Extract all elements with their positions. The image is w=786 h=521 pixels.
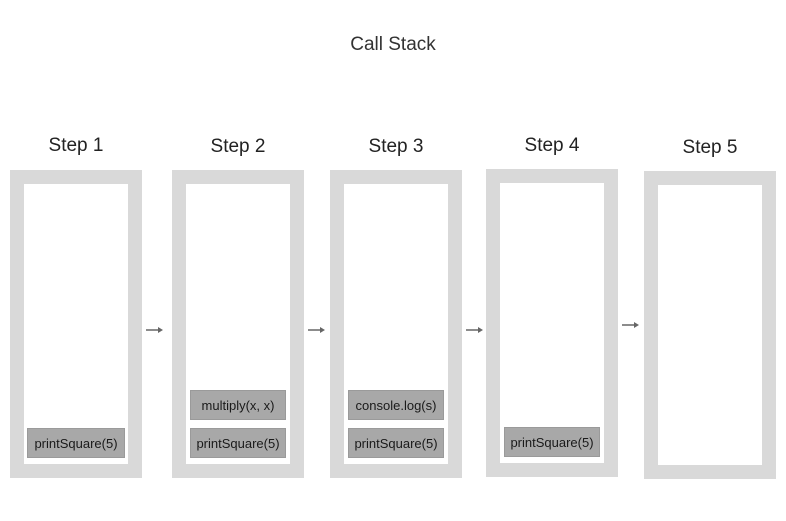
stack-frame-step-2-top: multiply(x, x) bbox=[190, 390, 286, 420]
stack-column-step-5 bbox=[644, 171, 776, 479]
arrow-right-icon bbox=[466, 325, 484, 335]
arrow-right-icon bbox=[622, 320, 640, 330]
step-1-label: Step 1 bbox=[48, 135, 104, 156]
stack-frame-step-4-bottom: printSquare(5) bbox=[504, 427, 600, 457]
stack-column-step-1: printSquare(5) bbox=[10, 170, 142, 478]
arrow-right-icon bbox=[146, 325, 164, 335]
step-4-label: Step 4 bbox=[524, 135, 580, 156]
diagram-title: Call Stack bbox=[350, 34, 436, 55]
stack-frame-step-1-bottom: printSquare(5) bbox=[27, 428, 125, 458]
arrow-right-icon bbox=[308, 325, 326, 335]
step-5-label: Step 5 bbox=[682, 137, 738, 158]
stack-frame-step-3-top: console.log(s) bbox=[348, 390, 444, 420]
stack-column-step-3: console.log(s) printSquare(5) bbox=[330, 170, 462, 478]
stack-column-step-2: multiply(x, x) printSquare(5) bbox=[172, 170, 304, 478]
stack-column-step-4: printSquare(5) bbox=[486, 169, 618, 477]
step-2-label: Step 2 bbox=[210, 136, 266, 157]
stack-frame-step-3-bottom: printSquare(5) bbox=[348, 428, 444, 458]
stack-frame-step-2-bottom: printSquare(5) bbox=[190, 428, 286, 458]
step-3-label: Step 3 bbox=[368, 136, 424, 157]
